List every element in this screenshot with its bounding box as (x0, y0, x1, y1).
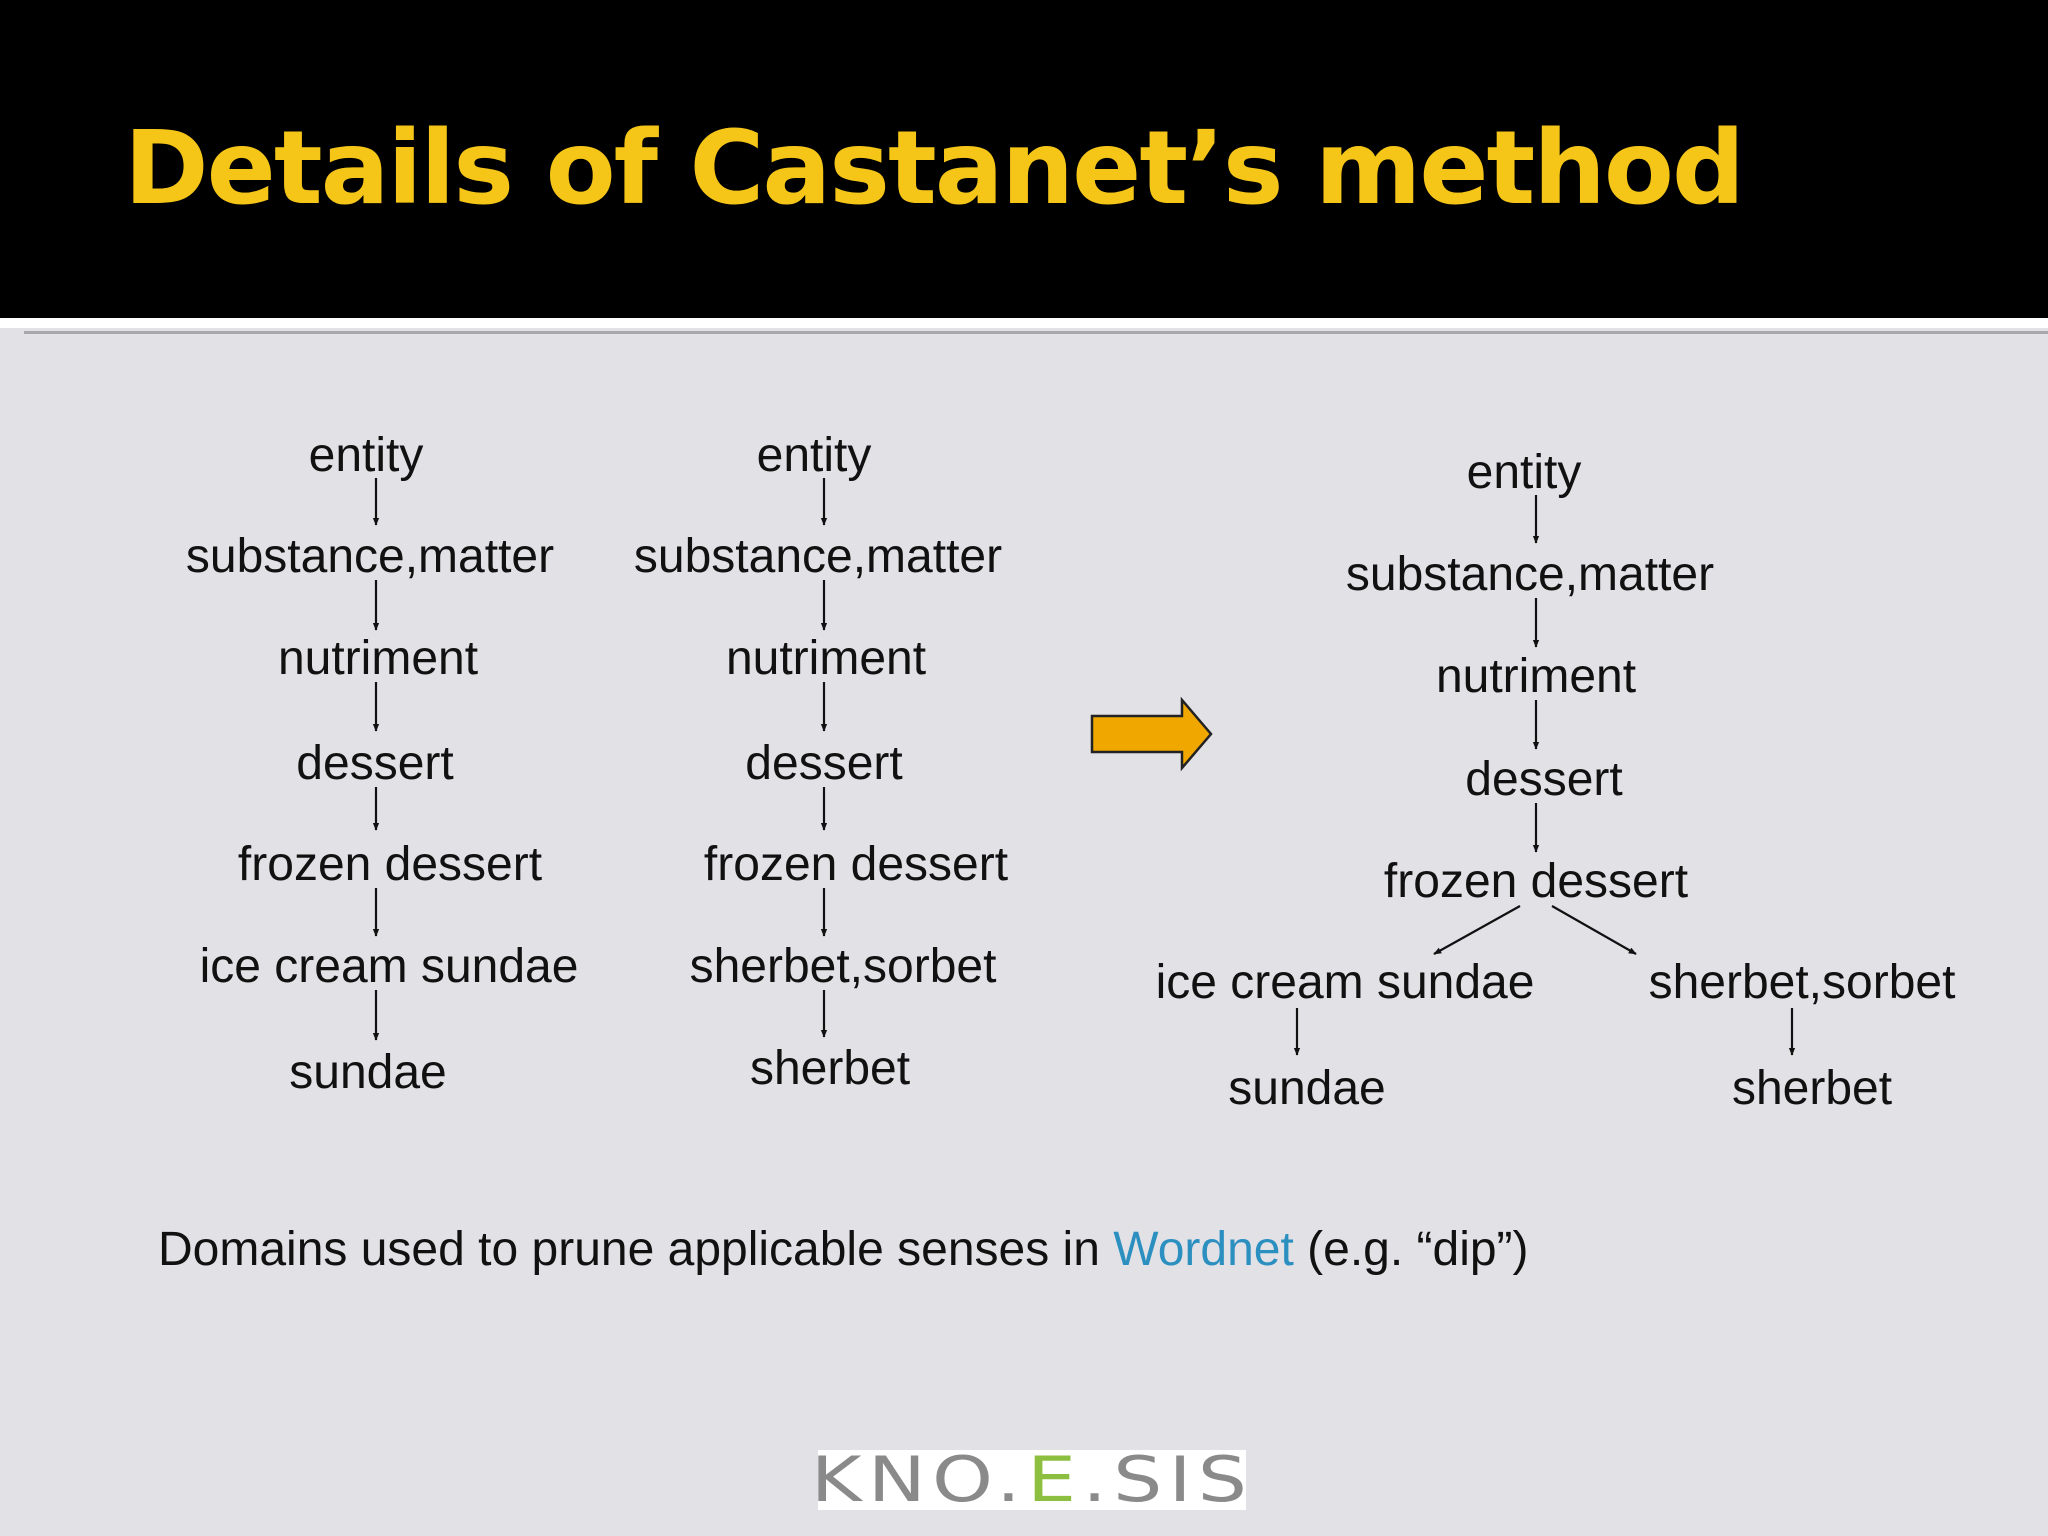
merged-node-frozen-dessert: frozen dessert (1384, 855, 1688, 908)
middle-node-substance: substance,matter (634, 530, 1002, 583)
wordnet-link[interactable]: Wordnet (1113, 1223, 1294, 1276)
slide-title: Details of Castanet’s method (124, 109, 1745, 228)
merged-node-sherbet-sorbet: sherbet,sorbet (1649, 956, 1956, 1009)
left-node-frozen-dessert: frozen dessert (238, 838, 542, 891)
title-bar: Details of Castanet’s method (0, 0, 2048, 318)
left-node-dessert: dessert (296, 737, 453, 790)
caption-example: (e.g. “dip”) (1293, 1223, 1529, 1276)
header-rule (24, 331, 2048, 334)
middle-node-entity: entity (757, 429, 872, 482)
caption-text: Domains used to prune applicable senses … (158, 1223, 1114, 1276)
header-divider (0, 318, 2048, 328)
merge-arrow (1090, 696, 1213, 772)
middle-node-sherbet: sherbet (750, 1042, 910, 1095)
merged-hierarchy: entity substance,matter nutriment desser… (1156, 446, 1956, 1115)
merged-node-sundae: sundae (1228, 1062, 1385, 1115)
merged-branch-arrow-right (1551, 905, 1637, 955)
caption: Domains used to prune applicable senses … (158, 1223, 1529, 1277)
merged-branch-arrow-left (1433, 905, 1521, 955)
knoesis-logo: KNO.E.SIS (811, 1449, 1247, 1511)
logo-wordmark: KNO.E.SIS (810, 1443, 1254, 1516)
merged-node-nutriment: nutriment (1436, 650, 1636, 703)
middle-hierarchy: entity substance,matter nutriment desser… (634, 429, 1008, 1095)
middle-node-frozen-dessert: frozen dessert (704, 838, 1008, 891)
merged-node-dessert: dessert (1465, 753, 1622, 806)
left-node-substance: substance,matter (186, 530, 554, 583)
left-node-ice-cream-sundae: ice cream sundae (200, 940, 579, 993)
middle-node-sherbet-sorbet: sherbet,sorbet (690, 940, 997, 993)
left-node-sundae: sundae (289, 1046, 446, 1099)
merged-node-substance: substance,matter (1346, 548, 1714, 601)
left-hierarchy: entity substance,matter nutriment desser… (186, 429, 579, 1099)
merged-node-ice-cream-sundae: ice cream sundae (1156, 956, 1535, 1009)
left-node-entity: entity (309, 429, 424, 482)
middle-node-nutriment: nutriment (726, 632, 926, 685)
left-node-nutriment: nutriment (278, 632, 478, 685)
middle-node-dessert: dessert (745, 737, 902, 790)
merged-node-sherbet: sherbet (1732, 1062, 1892, 1115)
merged-node-entity: entity (1467, 446, 1582, 499)
